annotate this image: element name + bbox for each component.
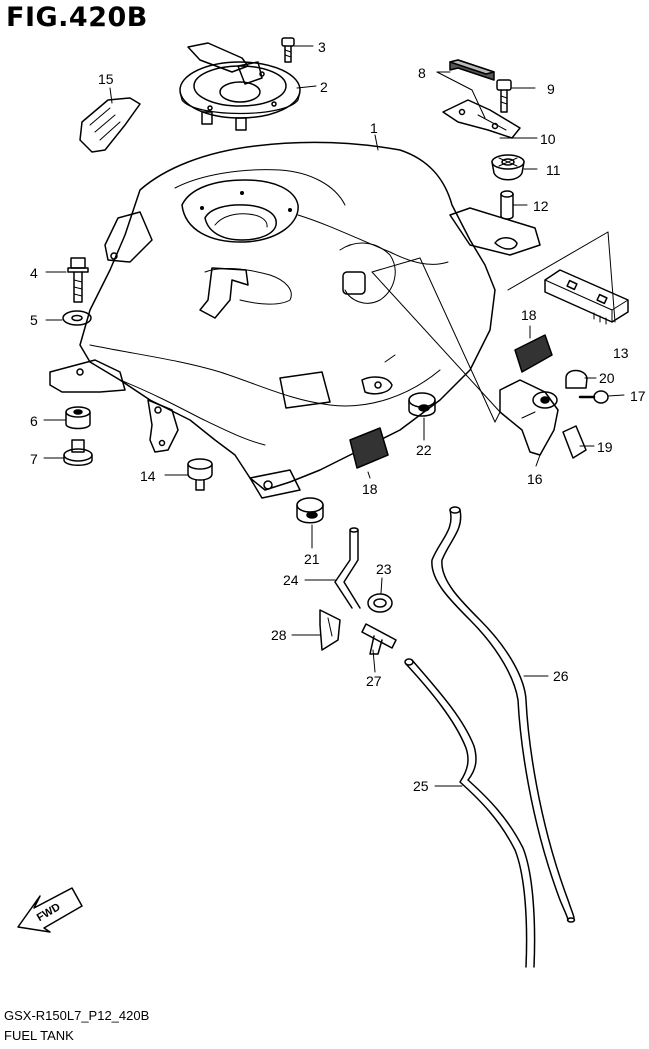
callout-18b: 18 [362, 481, 378, 497]
forward-arrow-icon [17, 887, 83, 933]
hose-26 [431, 506, 576, 923]
callout-15: 15 [98, 71, 114, 87]
callout-13: 13 [613, 345, 629, 361]
pad-8 [449, 59, 495, 81]
callout-7: 7 [30, 451, 38, 467]
damper-14 [187, 458, 213, 491]
callout-10: 10 [540, 131, 556, 147]
callout-22: 22 [416, 442, 432, 458]
grommet-21 [296, 497, 324, 524]
callout-14: 14 [140, 468, 156, 484]
cushion-6 [65, 406, 91, 430]
callout-6: 6 [30, 413, 38, 429]
callout-18a: 18 [521, 307, 537, 323]
cap-20 [565, 369, 588, 389]
callout-16: 16 [527, 471, 543, 487]
pad-19 [562, 425, 587, 459]
washer-5 [62, 310, 92, 326]
callout-28: 28 [271, 627, 287, 643]
collar-12 [500, 190, 514, 220]
callout-24: 24 [283, 572, 299, 588]
callout-23: 23 [376, 561, 392, 577]
callout-2: 2 [320, 79, 328, 95]
callout-25: 25 [413, 778, 429, 794]
callout-12: 12 [533, 198, 549, 214]
screw-3 [281, 37, 295, 63]
callout-20: 20 [599, 370, 615, 386]
figure-title: FIG.420B [6, 2, 148, 33]
grommet-22 [408, 392, 436, 417]
filler-cap [179, 42, 301, 131]
collar-7 [63, 439, 93, 466]
leader-lines [43, 45, 625, 787]
figure-code: GSX-R150L7_P12_420B [4, 1008, 150, 1023]
bracket-16 [499, 379, 559, 456]
bracket-10 [442, 99, 521, 139]
callout-8: 8 [418, 65, 426, 81]
grommet-11 [491, 154, 525, 181]
callout-11: 11 [546, 162, 561, 178]
joint-27 [361, 623, 397, 655]
rubber-13 [544, 269, 629, 325]
callout-1: 1 [370, 120, 378, 136]
fuel-tank [49, 141, 541, 499]
callout-19: 19 [597, 439, 613, 455]
callout-26: 26 [553, 668, 569, 684]
bolt-9 [496, 79, 512, 113]
clamp-23 [367, 593, 393, 613]
callout-5: 5 [30, 312, 38, 328]
pad-18 [349, 334, 553, 469]
callout-21: 21 [304, 551, 320, 567]
callout-17: 17 [630, 388, 646, 404]
callout-9: 9 [547, 81, 555, 97]
figure-name: FUEL TANK [4, 1028, 74, 1043]
callout-labels: 1 2 3 4 5 6 7 8 9 10 11 12 13 14 15 16 1… [30, 39, 646, 794]
screw-17 [578, 390, 609, 404]
callout-27: 27 [366, 673, 382, 689]
bolt-4 [67, 257, 89, 303]
hose-28 [319, 609, 341, 651]
callout-3: 3 [318, 39, 326, 55]
hose-25 [404, 658, 536, 968]
bracket-15 [79, 97, 141, 153]
hose-24 [334, 527, 361, 609]
callout-4: 4 [30, 265, 38, 281]
